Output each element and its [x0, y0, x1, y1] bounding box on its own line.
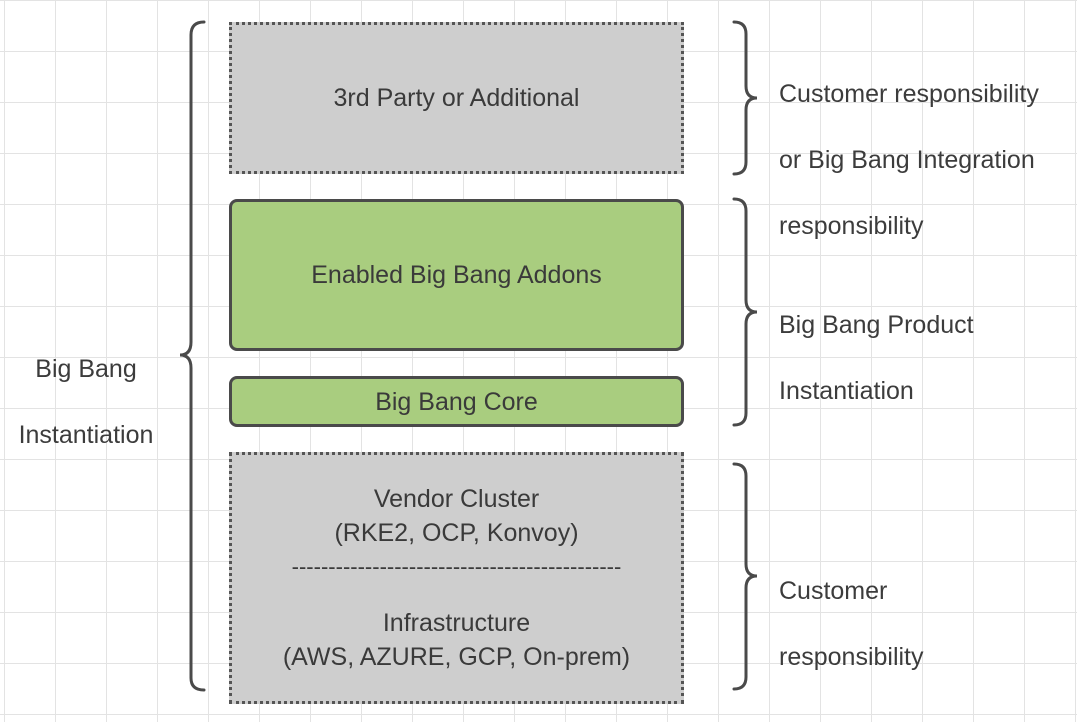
top-right-line3: responsibility: [779, 212, 924, 240]
left-label-line2: Instantiation: [18, 421, 154, 449]
infrastructure-title: Infrastructure: [382, 609, 531, 637]
addons-box: Enabled Big Bang Addons: [229, 199, 684, 351]
customer-or-integration-label: Customer responsibility or Big Bang Inte…: [779, 45, 1074, 276]
core-label: Big Bang Core: [375, 387, 538, 416]
bottom-right-line2: responsibility: [779, 643, 924, 671]
vendor-cluster-title: Vendor Cluster: [373, 485, 540, 513]
vendor-cluster-list: (RKE2, OCP, Konvoy): [334, 519, 579, 547]
top-right-line2: or Big Bang Integration: [779, 146, 1035, 174]
vendor-infrastructure-box: Vendor Cluster (RKE2, OCP, Konvoy) -----…: [229, 452, 684, 704]
middle-right-line1: Big Bang Product: [779, 311, 974, 339]
left-brace: [179, 20, 206, 692]
addons-label: Enabled Big Bang Addons: [311, 261, 602, 289]
bottom-right-line1: Customer: [779, 577, 888, 605]
infrastructure-list: (AWS, AZURE, GCP, On-prem): [282, 643, 631, 671]
box-divider: ----------------------------------------…: [291, 554, 622, 579]
middle-right-line2: Instantiation: [779, 377, 914, 405]
top-right-brace: [732, 20, 758, 176]
third-party-label: 3rd Party or Additional: [333, 84, 580, 112]
middle-right-brace: [732, 197, 758, 427]
top-right-line1: Customer responsibility: [779, 80, 1039, 108]
big-bang-instantiation-label: Big Bang Instantiation: [6, 320, 166, 485]
bottom-right-brace: [732, 462, 758, 691]
third-party-box: 3rd Party or Additional: [229, 22, 684, 174]
left-label-line1: Big Bang: [35, 355, 137, 383]
product-instantiation-label: Big Bang Product Instantiation: [779, 276, 1069, 441]
core-box: Big Bang Core: [229, 376, 684, 427]
customer-responsibility-label: Customer responsibility: [779, 542, 1069, 707]
